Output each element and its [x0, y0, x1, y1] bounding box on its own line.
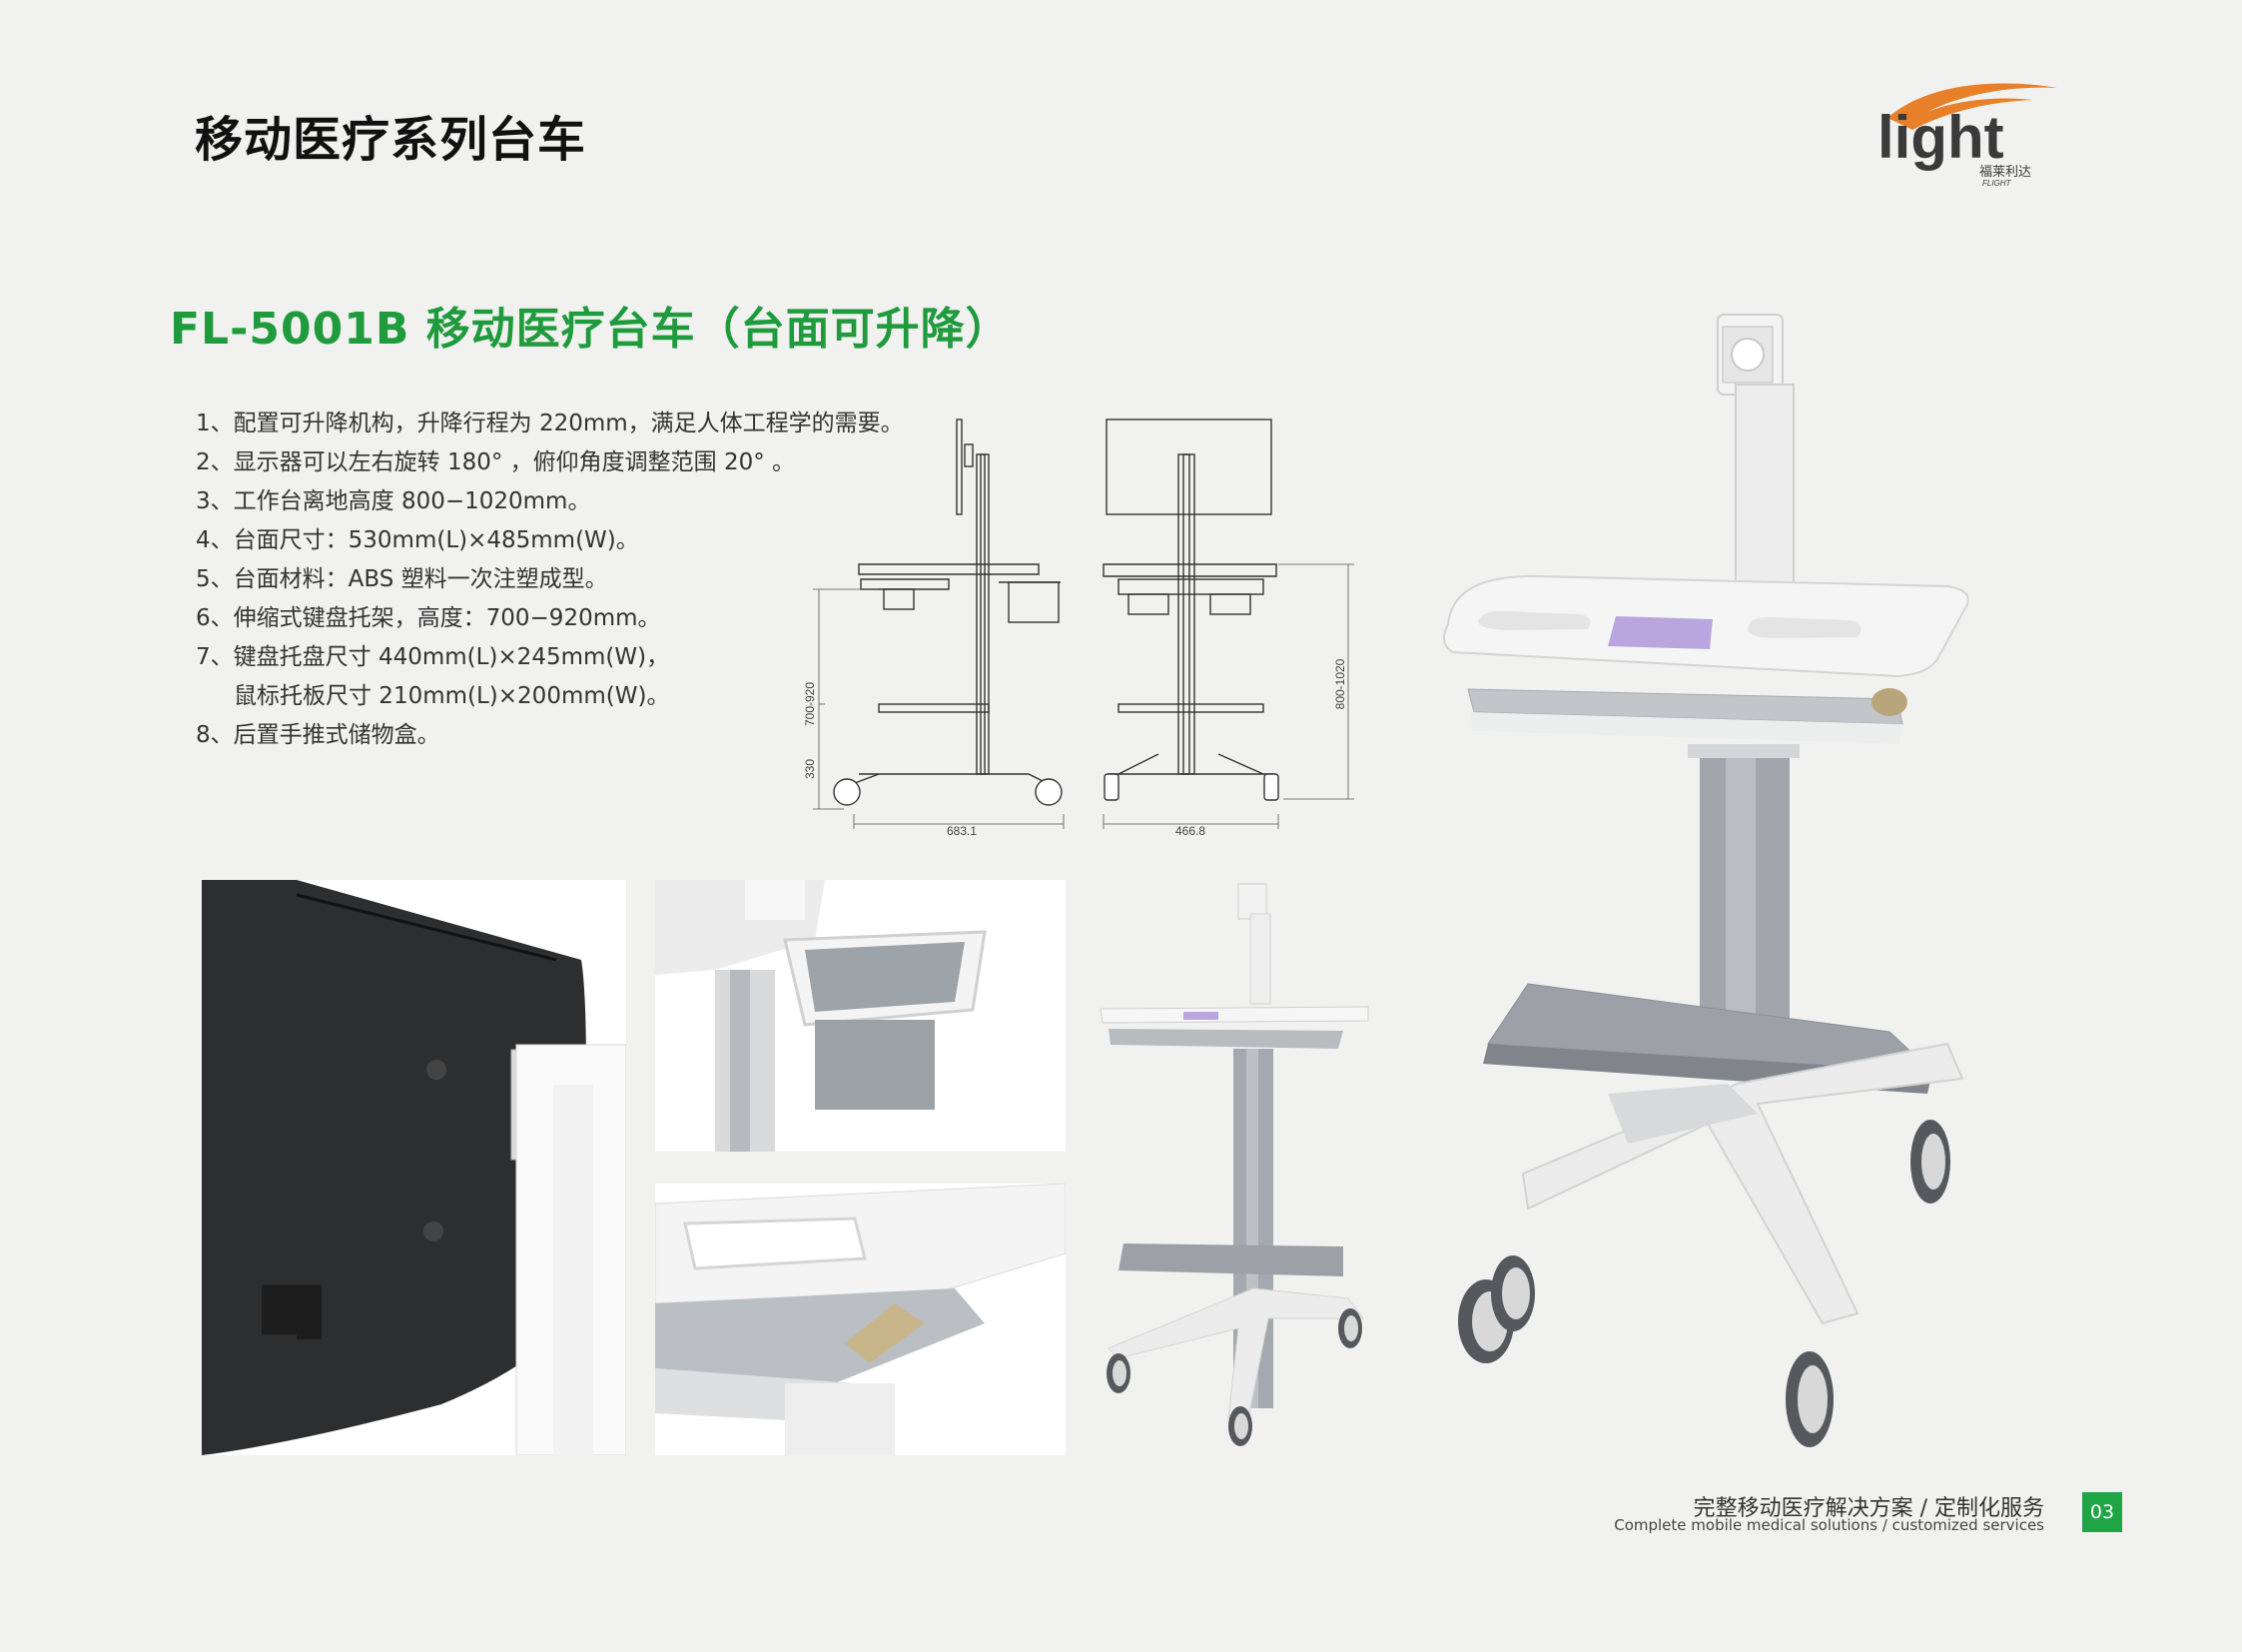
- feature-item: 7、键盘托盘尺寸 440mm(L)×245mm(W)，: [196, 644, 670, 670]
- product-heading: FL-5001B 移动医疗台车（台面可升降）: [170, 304, 1011, 355]
- logo-sub-text: FLIGHT: [1982, 179, 2012, 188]
- logo-graphic: light 福莱利达 FLIGHT: [1877, 83, 2057, 188]
- monitor-mount-photo: [202, 880, 626, 1455]
- storage-bin-photo: [655, 880, 1066, 1152]
- feature-item: 1、配置可升降机构，升降行程为 220mm，满足人体工程学的需要。: [196, 411, 904, 436]
- front-height-label: 800-1020: [1333, 658, 1347, 709]
- side-view-drawing: 700-920 330 683.1: [803, 418, 1065, 838]
- feature-list: 1、配置可升降机构，升降行程为 220mm，满足人体工程学的需要。 2、显示器可…: [196, 405, 904, 755]
- footer-slogan-en: Complete mobile medical solutions / cust…: [1614, 1516, 2044, 1534]
- footer-slogan-cn: 完整移动医疗解决方案 / 定制化服务: [1693, 1496, 2044, 1521]
- feature-item: 6、伸缩式键盘托架，高度：700−920mm。: [196, 605, 661, 631]
- cart-full-photo: [1100, 883, 1369, 1446]
- side-base-label: 330: [803, 759, 817, 779]
- feature-item: 3、工作台离地高度 800−1020mm。: [196, 488, 591, 514]
- front-view-drawing: 800-1020 466.8: [1103, 418, 1354, 838]
- side-width-label: 683.1: [947, 824, 977, 838]
- feature-item: 鼠标托板尺寸 210mm(L)×200mm(W)。: [234, 683, 670, 709]
- front-width-label: 466.8: [1175, 824, 1205, 838]
- brand-logo: light 福莱利达 FLIGHT: [1868, 78, 2067, 188]
- feature-item: 5、台面材料：ABS 塑料一次注塑成型。: [196, 566, 608, 592]
- logo-cn-text: 福莱利达: [1979, 165, 2031, 180]
- page-number-badge: 03: [2082, 1492, 2122, 1532]
- keyboard-tray-photo: [655, 1184, 1066, 1455]
- feature-item: 8、后置手推式储物盒。: [196, 722, 440, 748]
- side-height-label: 700-920: [803, 682, 817, 726]
- cart-main-image: [1443, 314, 1969, 1447]
- feature-item: 2、显示器可以左右旋转 180° ，俯仰角度调整范围 20° 。: [196, 449, 796, 475]
- page-title: 移动医疗系列台车: [195, 112, 587, 168]
- logo-wordmark: light: [1877, 104, 2004, 171]
- feature-item: 4、台面尺寸：530mm(L)×485mm(W)。: [196, 527, 639, 553]
